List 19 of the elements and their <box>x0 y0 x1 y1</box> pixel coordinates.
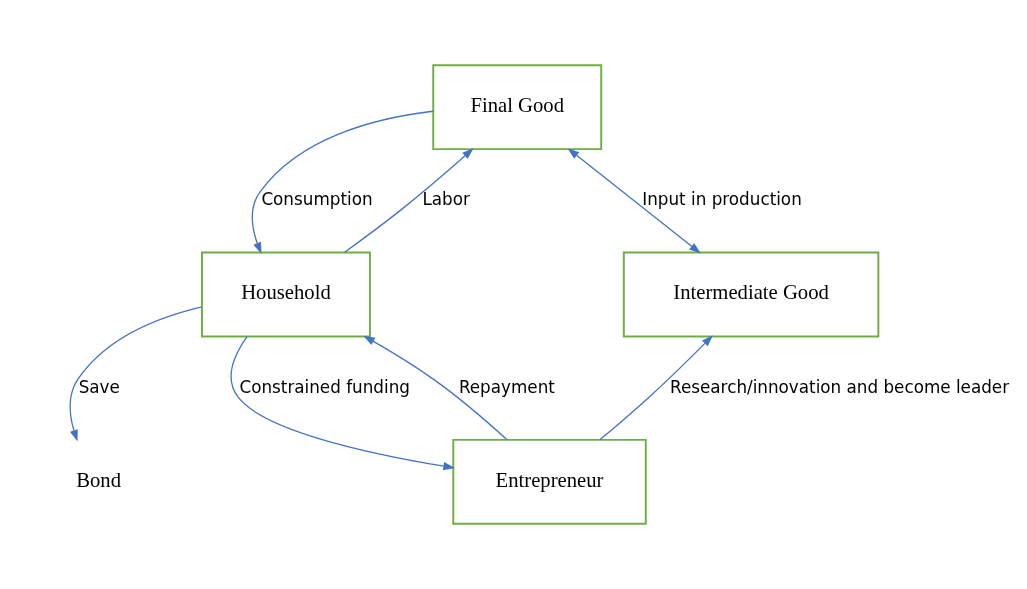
edge-label: Labor <box>421 189 470 210</box>
node-box: Final Good <box>431 64 602 151</box>
arrow <box>343 148 474 253</box>
edge-label: Consumption <box>260 189 373 210</box>
arrow <box>230 335 455 471</box>
node-box: Intermediate Good <box>622 251 879 338</box>
arrow <box>362 335 508 441</box>
arrow <box>567 148 701 254</box>
edge-label: Research/innovation and become leader <box>669 376 1009 397</box>
arrow <box>69 306 202 442</box>
arrow <box>251 110 434 254</box>
node-text: Bond <box>75 468 121 491</box>
edge-label: Repayment <box>458 376 555 397</box>
edge-label: Save <box>78 376 120 397</box>
edge-label: Constrained funding <box>238 376 410 397</box>
node-box: Household <box>200 251 371 338</box>
edge-label: Input in production <box>641 189 802 210</box>
node-box: Entrepreneur <box>451 438 647 525</box>
arrow <box>598 335 713 441</box>
